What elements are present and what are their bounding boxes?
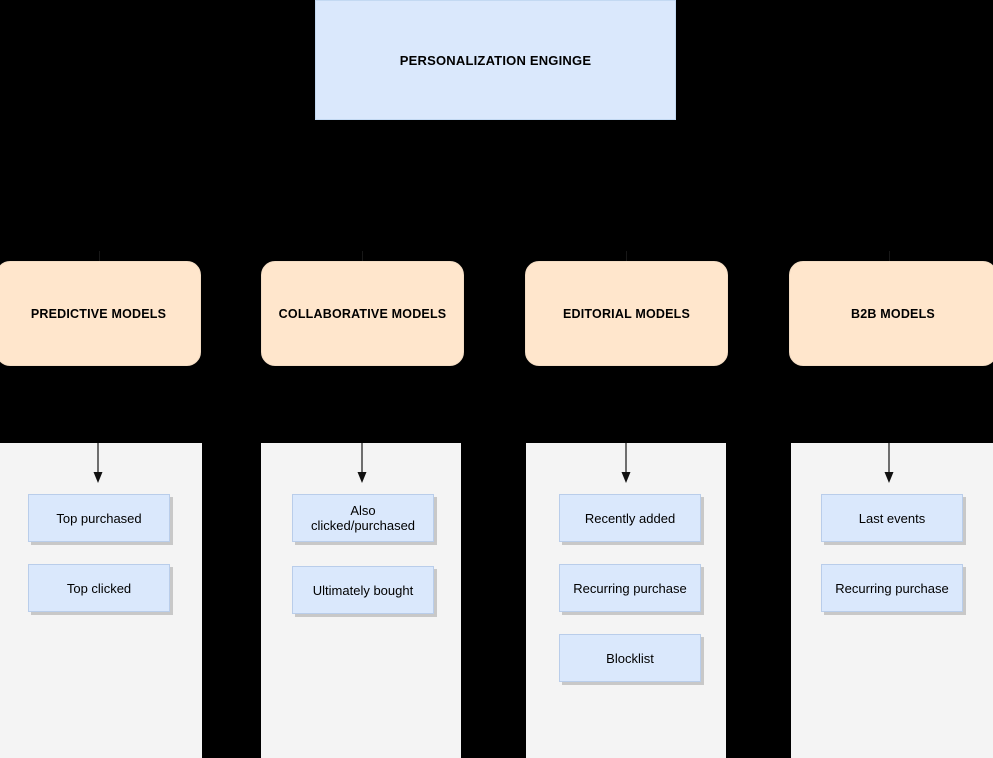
item-box-recently-added[interactable]: Recently added <box>559 494 701 542</box>
connector-stub-4 <box>889 251 890 261</box>
personalization-engine-label: PERSONALIZATION ENGINGE <box>399 52 592 68</box>
item-box-top-clicked[interactable]: Top clicked <box>28 564 170 612</box>
arrow-down-icon <box>93 443 103 483</box>
model-box-editorial[interactable]: EDITORIAL MODELS <box>525 261 728 366</box>
model-box-predictive[interactable]: PREDICTIVE MODELS <box>0 261 201 366</box>
item-label: Top purchased <box>56 510 142 526</box>
personalization-engine-box[interactable]: PERSONALIZATION ENGINGE <box>315 0 676 120</box>
item-box-also-clicked-purchased[interactable]: Also clicked/purchased <box>292 494 434 542</box>
arrow-down-icon <box>884 443 894 483</box>
item-label: Recurring purchase <box>573 580 687 596</box>
lane-editorial: Recently added Recurring purchase Blockl… <box>526 443 726 758</box>
item-label: Recurring purchase <box>835 580 949 596</box>
item-box-recurring-purchase[interactable]: Recurring purchase <box>821 564 963 612</box>
model-box-editorial-label: EDITORIAL MODELS <box>562 306 691 321</box>
model-box-collaborative-label: COLLABORATIVE MODELS <box>278 306 447 321</box>
item-box-last-events[interactable]: Last events <box>821 494 963 542</box>
item-label: Recently added <box>584 510 676 526</box>
item-label: Ultimately bought <box>312 582 414 598</box>
connector-stub-3 <box>626 251 627 261</box>
item-label: Last events <box>858 510 926 526</box>
item-label: Top clicked <box>66 580 132 596</box>
lane-collaborative: Also clicked/purchased Ultimately bought <box>261 443 461 758</box>
item-box-top-purchased[interactable]: Top purchased <box>28 494 170 542</box>
arrow-down-icon <box>357 443 367 483</box>
item-box-recurring-purchase[interactable]: Recurring purchase <box>559 564 701 612</box>
arrow-down-icon <box>621 443 631 483</box>
item-label: Blocklist <box>606 650 654 666</box>
model-box-b2b[interactable]: B2B MODELS <box>789 261 993 366</box>
item-box-ultimately-bought[interactable]: Ultimately bought <box>292 566 434 614</box>
model-box-predictive-label: PREDICTIVE MODELS <box>30 306 167 321</box>
lane-b2b: Last events Recurring purchase <box>791 443 993 758</box>
lane-predictive: Top purchased Top clicked <box>0 443 202 758</box>
model-box-b2b-label: B2B MODELS <box>851 306 935 321</box>
item-box-blocklist[interactable]: Blocklist <box>559 634 701 682</box>
item-label: Also clicked/purchased <box>310 503 416 533</box>
connector-stub-1 <box>99 251 100 261</box>
connector-stub-2 <box>362 251 363 261</box>
model-box-collaborative[interactable]: COLLABORATIVE MODELS <box>261 261 464 366</box>
